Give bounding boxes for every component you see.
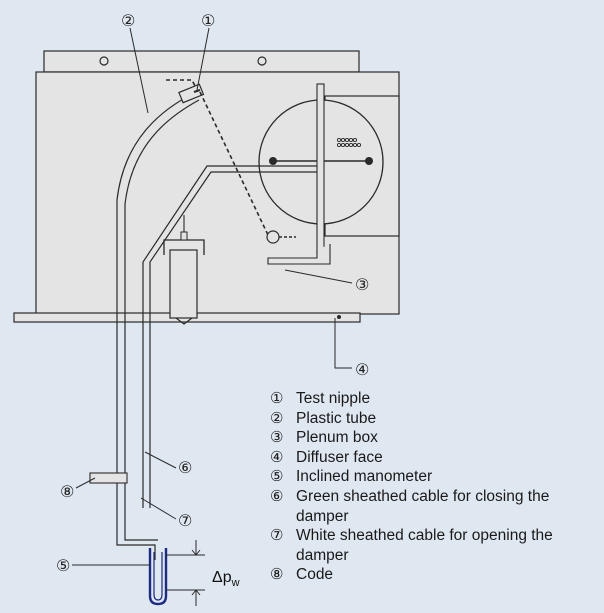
callout-3: ③ — [355, 275, 369, 294]
green-cable — [142, 165, 317, 508]
legend-item: ③ Plenum box — [270, 428, 600, 448]
callout-1: ① — [201, 11, 215, 30]
actuator-label-dots — [336, 137, 362, 148]
damper-assembly — [258, 83, 400, 265]
legend-item: ② Plastic tube — [270, 409, 600, 429]
legend-text: White sheathed cable for opening the dam… — [296, 527, 553, 564]
legend-text: Code — [296, 566, 334, 584]
diffuser-screw — [337, 315, 341, 319]
legend-number: ④ — [270, 448, 284, 466]
legend-number: ① — [270, 390, 284, 407]
legend-number: ⑧ — [270, 566, 284, 584]
legend-item: ① Test nipple — [270, 389, 600, 409]
delta-p-subscript: w — [231, 577, 240, 590]
plastic-tube-inner — [124, 99, 200, 508]
delta-p-main: Δp — [212, 569, 232, 586]
damper-pivot-circle — [266, 230, 280, 244]
callout-6: ⑥ — [178, 458, 192, 477]
legend-number: ③ — [270, 429, 284, 447]
legend-item: ⑤ Inclined manometer — [270, 467, 600, 487]
callout-8: ⑧ — [60, 482, 74, 501]
legend-text: Plastic tube — [296, 409, 377, 427]
legend-text: Inclined manometer — [296, 468, 433, 486]
sensing-line-dashed — [166, 79, 269, 236]
legend-text: Plenum box — [296, 429, 378, 447]
tube-to-manometer — [116, 508, 156, 560]
white-cable — [149, 171, 317, 508]
dimension-marker — [166, 540, 205, 606]
mounting-hole-left — [99, 56, 109, 66]
diffuser-bracket — [163, 215, 205, 325]
legend-number: ⑤ — [270, 468, 284, 486]
legend-number: ⑥ — [270, 487, 284, 505]
legend-number: ② — [270, 409, 284, 427]
legend-item: ④ Diffuser face — [270, 448, 600, 468]
legend-item: ⑥ Green sheathed cable for closing the da… — [270, 487, 600, 526]
leader-lines — [72, 27, 353, 566]
callout-5: ⑤ — [56, 556, 70, 575]
callout-2: ② — [121, 11, 135, 30]
mounting-hole-right — [257, 56, 267, 66]
legend-number: ⑦ — [270, 527, 284, 545]
legend-text: Green sheathed cable for closing the dam… — [296, 487, 550, 525]
callout-7: ⑦ — [178, 511, 192, 530]
inclined-manometer — [148, 548, 168, 606]
legend: ① Test nipple ② Plastic tube ③ Plenum box ④… — [270, 389, 600, 585]
legend-text: Diffuser face — [296, 448, 383, 466]
legend-item: ⑦ White sheathed cable for opening the da… — [270, 526, 600, 565]
legend-text: Test nipple — [296, 390, 371, 407]
delta-p-label: Δpw — [212, 569, 240, 589]
code-tag — [89, 472, 128, 484]
callout-4: ④ — [355, 360, 369, 379]
legend-item: ⑧ Code — [270, 565, 600, 585]
